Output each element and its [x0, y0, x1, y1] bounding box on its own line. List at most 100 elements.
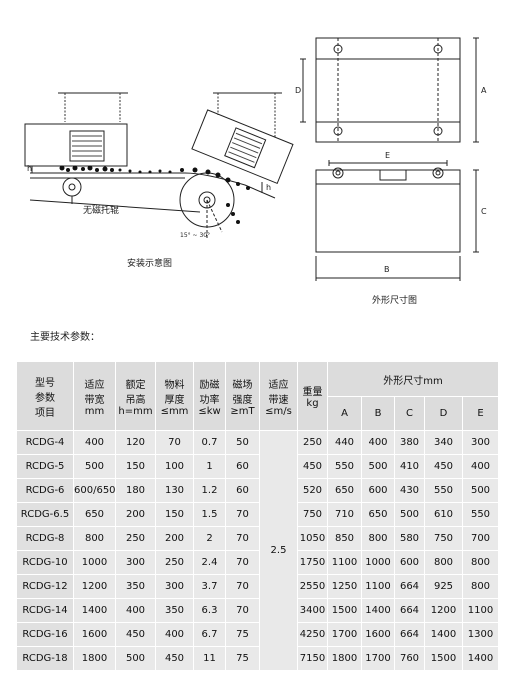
cell-weight: 3400 [297, 598, 328, 623]
cell-C: 760 [394, 646, 425, 671]
dim-label-B: B [384, 265, 390, 274]
cell-field: 60 [225, 478, 260, 503]
cell-model: RCDG-18 [16, 646, 74, 671]
cell-belt: 800 [73, 526, 116, 551]
section-title: 主要技术参数： [30, 332, 100, 343]
header-dim-E: E [461, 396, 500, 431]
cell-power: 0.7 [193, 430, 226, 455]
header-outline: 外形尺寸mm [326, 361, 500, 397]
cell-power: 6.3 [193, 598, 226, 623]
cell-thick: 100 [155, 454, 194, 479]
outline-side-view [315, 183, 461, 253]
header-dim-D: D [424, 396, 463, 431]
cell-weight: 750 [297, 502, 328, 527]
magnet-vent-left [69, 130, 105, 162]
cell-B: 650 [361, 502, 395, 527]
cell-field: 50 [225, 430, 260, 455]
roller-label: 无磁托辊 [83, 206, 120, 216]
cell-weight: 450 [297, 454, 328, 479]
roller-hub [68, 183, 76, 191]
cell-hang: 200 [115, 502, 156, 527]
header-dim-C: C [394, 396, 425, 431]
h-label-left: h [27, 164, 33, 173]
cell-belt: 1600 [73, 622, 116, 647]
cell-power: 6.7 [193, 622, 226, 647]
magnet-separator-right [191, 109, 294, 185]
cell-model: RCDG-12 [16, 574, 74, 599]
material-particles [59, 165, 250, 224]
cell-belt: 400 [73, 430, 116, 455]
cell-D: 450 [424, 454, 463, 479]
cell-A: 1100 [327, 550, 362, 575]
cell-A: 550 [327, 454, 362, 479]
cell-A: 1700 [327, 622, 362, 647]
cell-B: 1000 [361, 550, 395, 575]
cell-thick: 130 [155, 478, 194, 503]
cell-B: 500 [361, 454, 395, 479]
cell-belt: 1800 [73, 646, 116, 671]
cell-A: 1500 [327, 598, 362, 623]
cell-model: RCDG-14 [16, 598, 74, 623]
cell-power: 3.7 [193, 574, 226, 599]
dim-label-C: C [481, 207, 487, 216]
cell-power: 2.4 [193, 550, 226, 575]
cell-E: 1300 [461, 622, 500, 647]
cell-E: 800 [461, 550, 500, 575]
cell-belt: 600/650 [73, 478, 116, 503]
header-dim-B: B [361, 396, 395, 431]
cell-B: 1600 [361, 622, 395, 647]
cell-power: 1.2 [193, 478, 226, 503]
cell-weight: 7150 [297, 646, 328, 671]
cell-thick: 300 [155, 574, 194, 599]
cell-hang: 500 [115, 646, 156, 671]
cell-B: 800 [361, 526, 395, 551]
hanging-chains-right [217, 93, 276, 138]
cell-E: 400 [461, 454, 500, 479]
cell-B: 400 [361, 430, 395, 455]
cell-A: 440 [327, 430, 362, 455]
cell-D: 1400 [424, 622, 463, 647]
conveyor-belt-return [29, 199, 201, 213]
cell-E: 700 [461, 526, 500, 551]
cell-belt: 1200 [73, 574, 116, 599]
cell-A: 1250 [327, 574, 362, 599]
cell-field: 75 [225, 622, 260, 647]
cell-belt: 1000 [73, 550, 116, 575]
cell-model: RCDG-5 [16, 454, 74, 479]
cell-C: 380 [394, 430, 425, 455]
header-field: 磁场强度≥mT [225, 361, 260, 431]
cell-C: 580 [394, 526, 425, 551]
cell-thick: 450 [155, 646, 194, 671]
cell-power: 1 [193, 454, 226, 479]
cell-belt: 650 [73, 502, 116, 527]
non-magnetic-roller [62, 177, 82, 197]
cell-C: 600 [394, 550, 425, 575]
cell-thick: 250 [155, 550, 194, 575]
cell-C: 430 [394, 478, 425, 503]
cell-belt-speed: 2.5 [259, 430, 298, 671]
install-caption: 安装示意图 [127, 259, 173, 269]
cell-thick: 350 [155, 598, 194, 623]
cell-hang: 450 [115, 622, 156, 647]
cell-hang: 250 [115, 526, 156, 551]
dim-label-A: A [481, 86, 487, 95]
cell-thick: 400 [155, 622, 194, 647]
cell-thick: 150 [155, 502, 194, 527]
cell-model: RCDG-6 [16, 478, 74, 503]
cell-weight: 250 [297, 430, 328, 455]
cell-C: 410 [394, 454, 425, 479]
h-label-right: h [266, 183, 272, 192]
outline-drawing [300, 37, 479, 281]
header-dim-A: A [327, 396, 362, 431]
cell-A: 1800 [327, 646, 362, 671]
cell-B: 1100 [361, 574, 395, 599]
